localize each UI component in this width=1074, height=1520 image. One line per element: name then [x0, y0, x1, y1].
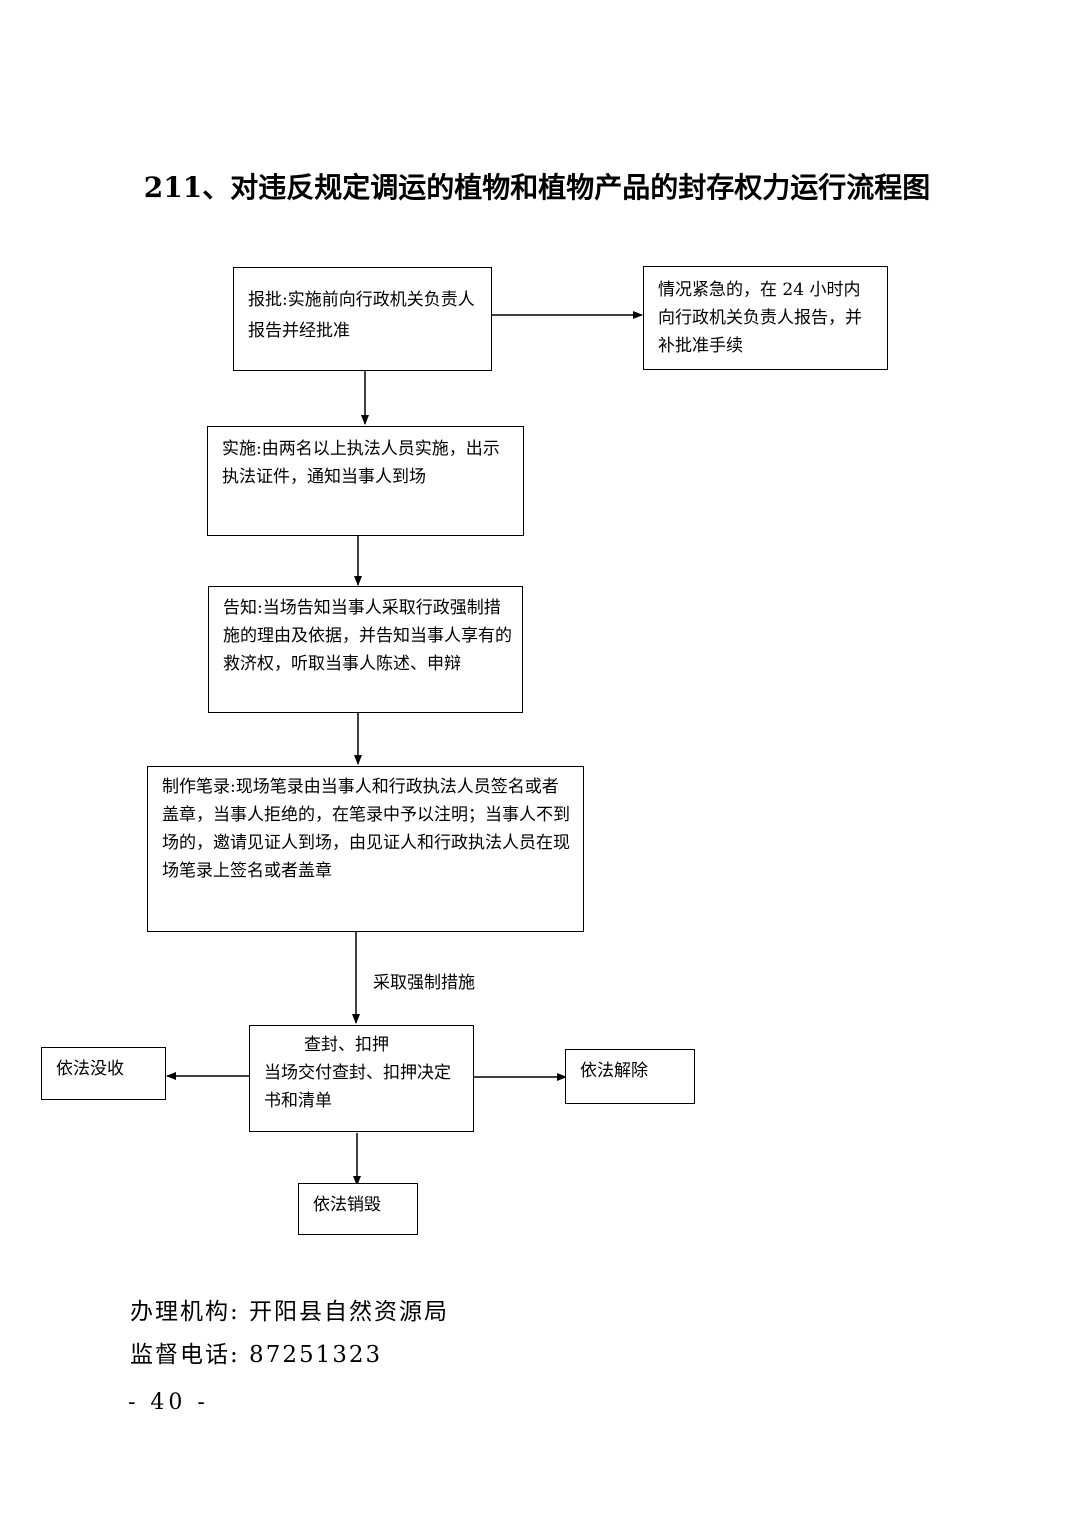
node-emergency: 情况紧急的，在 24 小时内向行政机关负责人报告，并补批准手续	[643, 266, 888, 370]
node-destroy-text: 依法销毁	[313, 1195, 381, 1215]
node-implement-text: 实施:由两名以上执法人员实施，出示执法证件，通知当事人到场	[222, 439, 500, 487]
node-approve-text: 报批:实施前向行政机关负责人报告并经批准	[248, 290, 475, 341]
node-approve: 报批:实施前向行政机关负责人报告并经批准	[233, 267, 492, 371]
node-emergency-text: 情况紧急的，在 24 小时内向行政机关负责人报告，并补批准手续	[658, 280, 862, 356]
node-notify: 告知:当场告知当事人采取行政强制措施的理由及依据，并告知当事人享有的救济权，听取…	[208, 586, 523, 713]
node-seize: 查封、扣押 当场交付查封、扣押决定书和清单	[249, 1025, 474, 1132]
node-seize-text: 当场交付查封、扣押决定书和清单	[264, 1063, 451, 1111]
node-destroy: 依法销毁	[298, 1183, 418, 1235]
footer-agency: 办理机构: 开阳县自然资源局	[130, 1299, 450, 1325]
node-implement: 实施:由两名以上执法人员实施，出示执法证件，通知当事人到场	[207, 426, 524, 536]
node-confiscate-text: 依法没收	[56, 1059, 124, 1079]
footer-phone: 监督电话: 87251323	[130, 1342, 383, 1368]
node-confiscate: 依法没收	[41, 1047, 166, 1100]
node-release: 依法解除	[565, 1049, 695, 1104]
node-seize-title: 查封、扣押	[304, 1035, 389, 1055]
node-release-text: 依法解除	[580, 1061, 648, 1081]
node-record-text: 制作笔录:现场笔录由当事人和行政执法人员签名或者盖章，当事人拒绝的，在笔录中予以…	[162, 777, 570, 881]
page-title: 211、对违反规定调运的植物和植物产品的封存权力运行流程图	[143, 171, 931, 204]
edge-label-take-measures: 采取强制措施	[373, 973, 475, 993]
node-notify-text: 告知:当场告知当事人采取行政强制措施的理由及依据，并告知当事人享有的救济权，听取…	[223, 598, 512, 674]
page-number: - 40 -	[128, 1390, 209, 1415]
node-record: 制作笔录:现场笔录由当事人和行政执法人员签名或者盖章，当事人拒绝的，在笔录中予以…	[147, 766, 584, 932]
